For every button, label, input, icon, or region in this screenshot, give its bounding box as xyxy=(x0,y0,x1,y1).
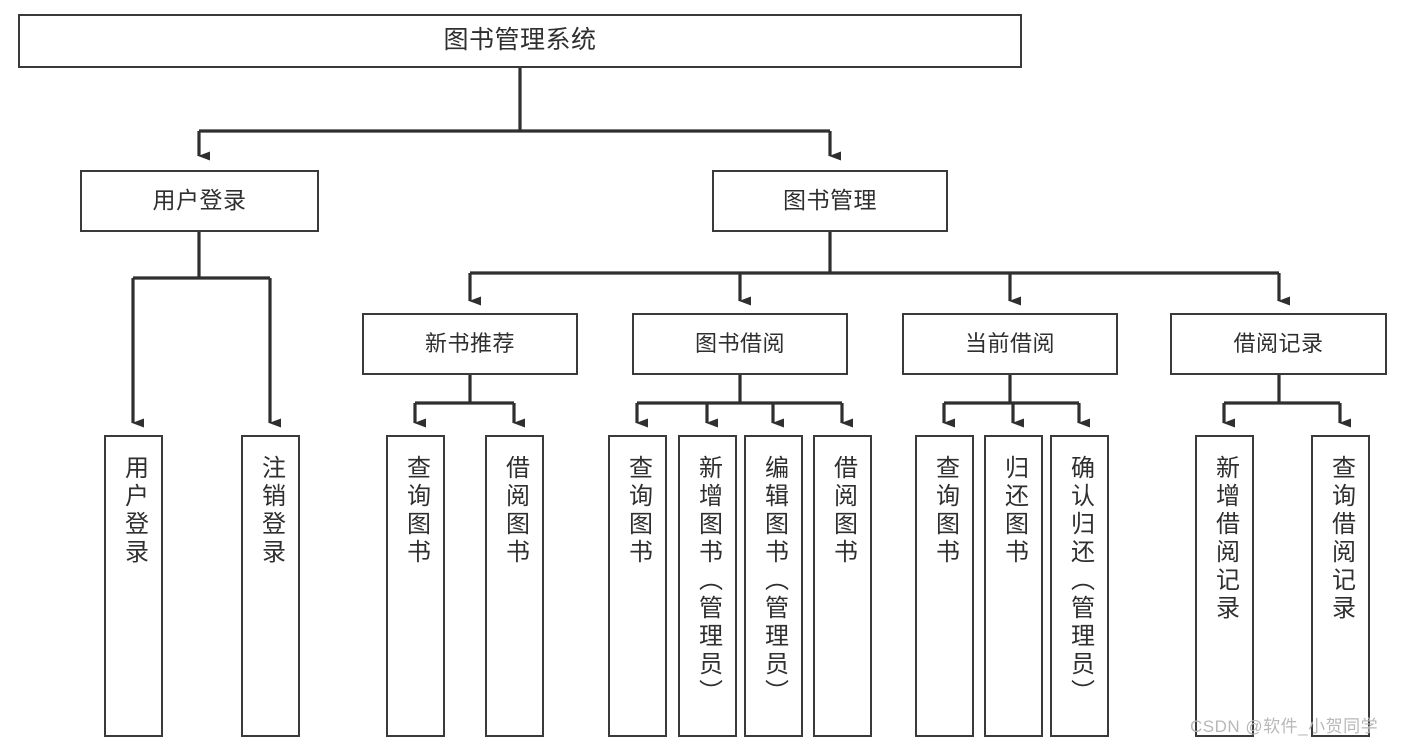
node-leaf-query-book-2[interactable]: 查询图书 xyxy=(608,435,667,737)
node-leaf-borrow-book-1[interactable]: 借阅图书 xyxy=(485,435,544,737)
node-leaf-query-book-1[interactable]: 查询图书 xyxy=(386,435,445,737)
node-user-login[interactable]: 用户登录 xyxy=(80,170,319,232)
node-book-management[interactable]: 图书管理 xyxy=(712,170,948,232)
node-new-book-recommendation[interactable]: 新书推荐 xyxy=(362,313,578,375)
node-leaf-confirm-return-admin[interactable]: 确认归还（管理员） xyxy=(1050,435,1109,737)
node-label: 新书推荐 xyxy=(424,331,515,357)
node-label: 借阅图书 xyxy=(501,455,529,567)
node-label: 编辑图书（管理员） xyxy=(760,455,788,707)
node-borrowing-records[interactable]: 借阅记录 xyxy=(1170,313,1387,375)
node-leaf-add-borrow-record[interactable]: 新增借阅记录 xyxy=(1195,435,1254,737)
node-label: 查询图书 xyxy=(402,455,430,567)
node-label: 当前借阅 xyxy=(964,331,1055,357)
node-leaf-user-login[interactable]: 用户登录 xyxy=(104,435,163,737)
node-label: 查询图书 xyxy=(624,455,652,567)
csdn-watermark: CSDN @软件_小贺同学 xyxy=(1190,717,1379,736)
node-leaf-add-book-admin[interactable]: 新增图书（管理员） xyxy=(678,435,737,737)
node-leaf-return-book[interactable]: 归还图书 xyxy=(984,435,1043,737)
node-label: 借阅图书 xyxy=(829,455,857,567)
node-label: 借阅记录 xyxy=(1233,331,1324,357)
node-label: 图书管理 xyxy=(783,187,877,214)
node-label: 新增借阅记录 xyxy=(1211,455,1239,623)
node-leaf-query-borrow-record[interactable]: 查询借阅记录 xyxy=(1311,435,1370,737)
node-leaf-borrow-book-2[interactable]: 借阅图书 xyxy=(813,435,872,737)
node-label: 新增图书（管理员） xyxy=(694,455,722,707)
node-label: 查询借阅记录 xyxy=(1327,455,1355,623)
node-current-borrowing[interactable]: 当前借阅 xyxy=(902,313,1118,375)
node-label: 图书借阅 xyxy=(694,331,785,357)
node-leaf-logout[interactable]: 注销登录 xyxy=(241,435,300,737)
node-label: 用户登录 xyxy=(152,187,247,214)
node-label: 用户登录 xyxy=(120,455,148,567)
node-label: 注销登录 xyxy=(257,455,285,567)
node-root-book-management-system[interactable]: 图书管理系统 xyxy=(18,14,1022,68)
node-leaf-query-book-3[interactable]: 查询图书 xyxy=(915,435,974,737)
node-leaf-edit-book-admin[interactable]: 编辑图书（管理员） xyxy=(744,435,803,737)
node-book-borrowing[interactable]: 图书借阅 xyxy=(632,313,848,375)
node-label: 归还图书 xyxy=(1000,455,1028,567)
node-label: 确认归还（管理员） xyxy=(1066,455,1094,707)
node-label: 查询图书 xyxy=(931,455,959,567)
node-label: 图书管理系统 xyxy=(443,26,597,55)
